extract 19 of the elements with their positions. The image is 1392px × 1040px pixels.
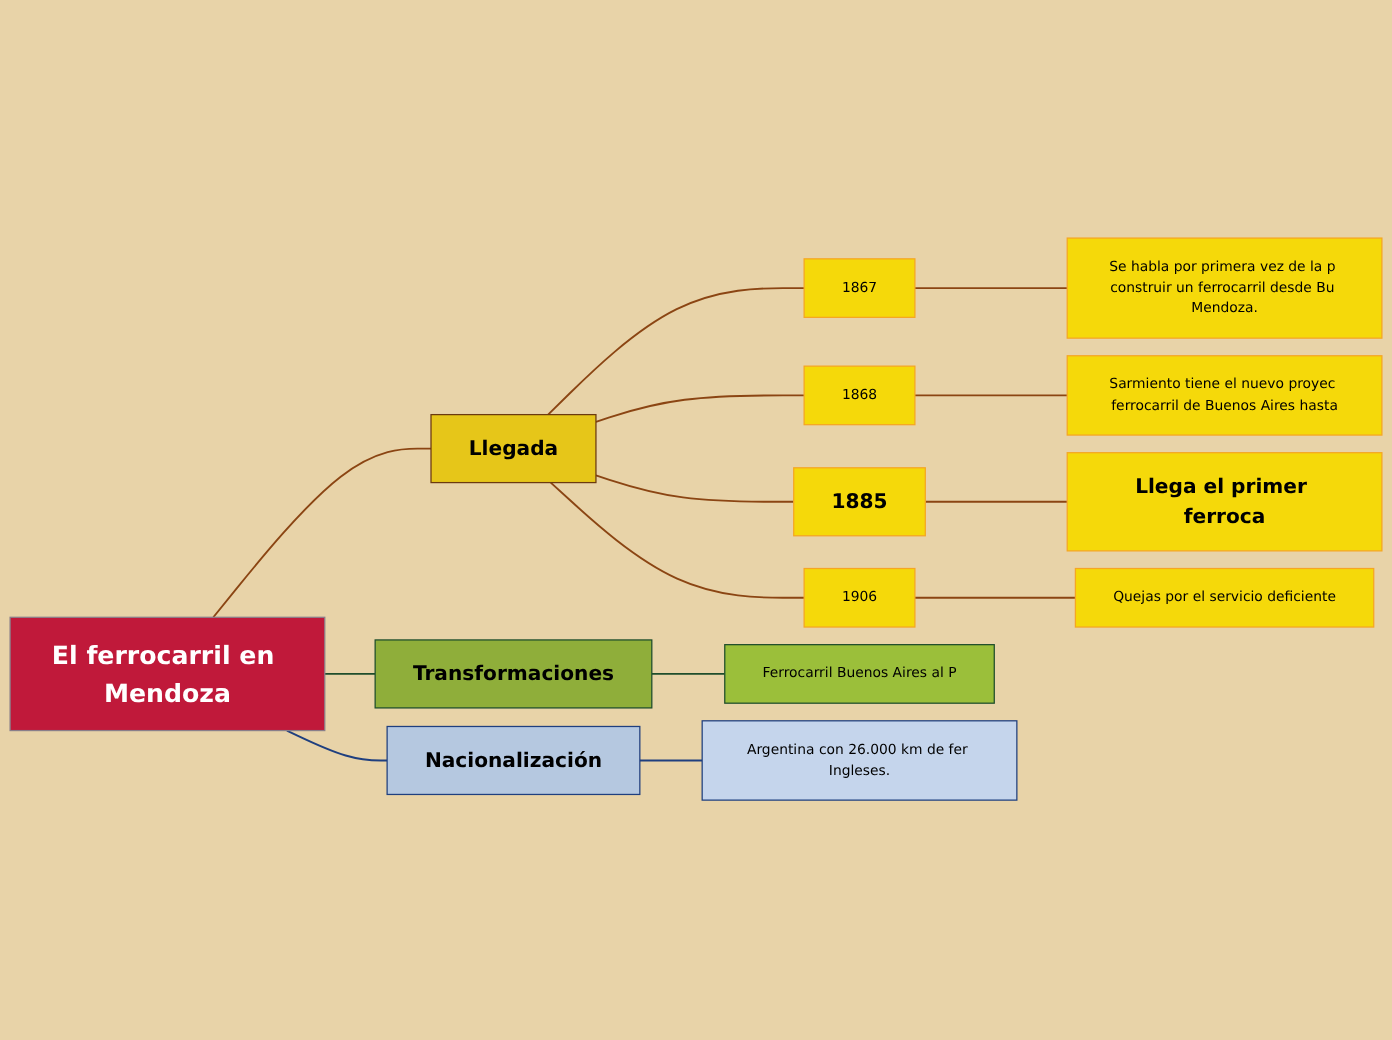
connector bbox=[595, 475, 795, 504]
connector bbox=[323, 673, 377, 676]
connector bbox=[650, 673, 726, 676]
connector bbox=[212, 448, 432, 620]
connector bbox=[595, 395, 806, 424]
connector bbox=[638, 760, 704, 763]
connector bbox=[924, 501, 1069, 504]
node-box: El ferrocarril en Mendoza bbox=[9, 617, 326, 733]
node-box: Llegada bbox=[430, 414, 597, 485]
connector bbox=[547, 288, 806, 417]
connector bbox=[913, 288, 1069, 290]
node-box: 1885 bbox=[793, 468, 926, 538]
connector bbox=[549, 482, 806, 600]
connector bbox=[913, 395, 1069, 398]
node-box: Llega el primer ferroca bbox=[1066, 452, 1383, 553]
connector bbox=[285, 730, 389, 763]
connector bbox=[913, 597, 1077, 600]
node-box: Transformaciones bbox=[374, 640, 653, 710]
node-box: Nacionalización bbox=[386, 726, 641, 796]
